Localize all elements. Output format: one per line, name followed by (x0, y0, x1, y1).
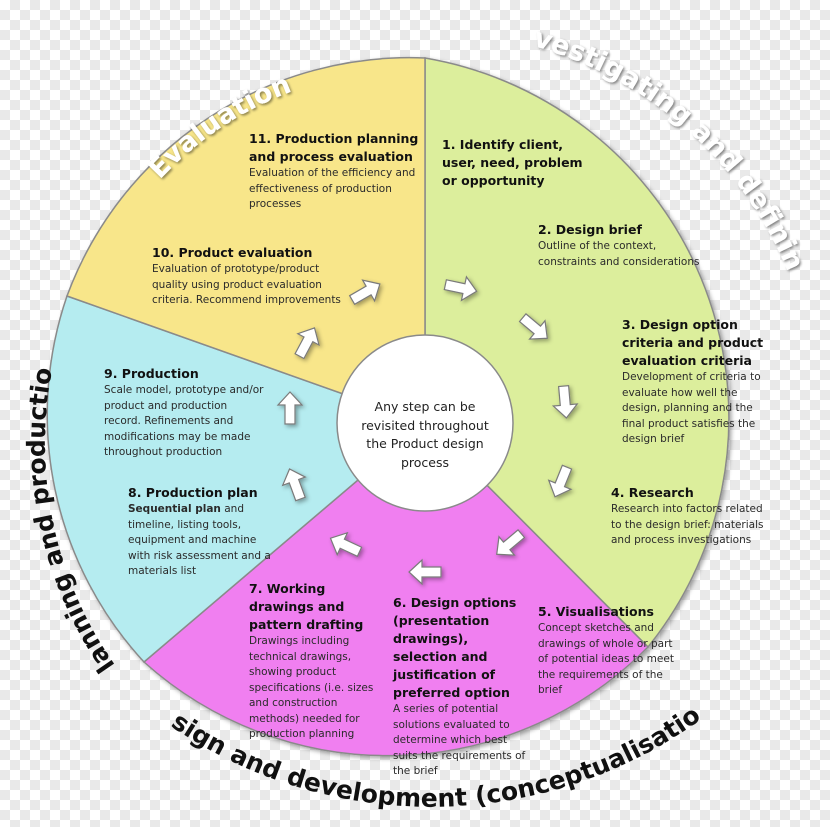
block-arrow-icon (276, 391, 304, 425)
sector-evaluation (66, 56, 426, 425)
step-2-desc: Outline of the context, constraints and … (538, 240, 700, 268)
block-arrow-icon (518, 313, 548, 340)
sector-design (142, 421, 650, 757)
step-1-title: 1. Identify client, user, need, problem … (442, 137, 583, 188)
step-9-title: 9. Production (104, 366, 199, 381)
step-11-desc: Evaluation of the efficiency and effecti… (249, 167, 416, 210)
step-2-title: 2. Design brief (538, 222, 642, 237)
step-6: 6. Design options (presentation drawings… (393, 594, 533, 780)
sector-investigating (424, 57, 730, 649)
block-arrow-icon (348, 279, 381, 306)
step-4-title: 4. Research (611, 485, 694, 500)
step-5-desc: Concept sketches and drawings of whole o… (538, 622, 674, 696)
sector-planning (46, 295, 427, 664)
step-3-desc: Development of criteria to evaluate how … (622, 371, 761, 445)
block-arrow-icon (408, 558, 442, 586)
step-1: 1. Identify client, user, need, problem … (442, 136, 592, 190)
block-arrow-icon (443, 275, 478, 302)
step-11: 11. Production planning and process eval… (249, 130, 419, 213)
step-11-title: 11. Production planning and process eval… (249, 131, 419, 164)
step-10-desc: Evaluation of prototype/product quality … (152, 263, 341, 306)
step-8-desc-bold: Sequential plan (128, 503, 221, 515)
flow-arrows (276, 275, 579, 586)
block-arrow-icon (496, 529, 526, 556)
step-9: 9. Production Scale model, prototype and… (104, 365, 264, 461)
block-arrow-icon (551, 384, 579, 419)
block-arrow-icon (281, 468, 307, 502)
block-arrow-icon (547, 464, 573, 498)
step-3: 3. Design option criteria and product ev… (622, 316, 772, 448)
step-2: 2. Design brief Outline of the context, … (538, 221, 713, 270)
step-5-title: 5. Visualisations (538, 604, 654, 619)
step-9-desc: Scale model, prototype and/or product an… (104, 384, 264, 458)
step-10: 10. Product evaluation Evaluation of pro… (152, 244, 342, 309)
step-7-title: 7. Working drawings and pattern drafting (249, 581, 364, 632)
center-note: Any step can be revisited throughout the… (361, 399, 489, 470)
step-8: 8. Production plan Sequential plan and t… (128, 484, 273, 580)
step-7: 7. Working drawings and pattern drafting… (249, 580, 389, 743)
step-3-title: 3. Design option criteria and product ev… (622, 317, 764, 368)
center-hub (336, 334, 514, 512)
step-4: 4. Research Research into factors relate… (611, 484, 776, 549)
step-7-desc: Drawings including technical drawings, s… (249, 635, 374, 740)
step-8-title: 8. Production plan (128, 485, 258, 500)
block-arrow-icon (329, 531, 363, 558)
step-6-title: 6. Design options (presentation drawings… (393, 595, 517, 700)
step-6-desc: A series of potential solutions evaluate… (393, 703, 526, 777)
step-8-desc: and timeline, listing tools, equipment a… (128, 503, 271, 577)
step-4-desc: Research into factors related to the des… (611, 503, 764, 546)
step-10-title: 10. Product evaluation (152, 245, 313, 260)
step-5: 5. Visualisations Concept sketches and d… (538, 603, 683, 699)
block-arrow-icon (294, 327, 320, 360)
